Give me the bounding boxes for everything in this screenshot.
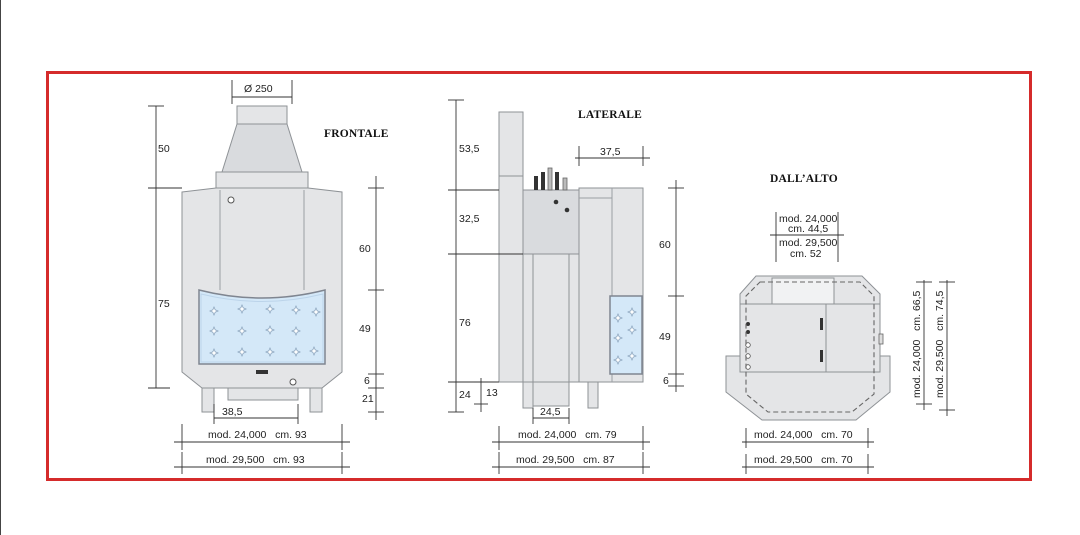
drawing-frame: [46, 71, 1032, 481]
side-height-6-label: 6: [663, 375, 669, 387]
front-flue-collar: [236, 105, 288, 125]
side-height-76-label: 76: [459, 317, 471, 329]
front-width-mod29-label: mod. 29,500 cm. 93: [206, 454, 305, 466]
side-flue: [498, 111, 524, 177]
side-base-width-dimension: 24,5: [532, 406, 570, 424]
front-view: FRONTALE Ø 250: [148, 80, 389, 474]
top-depth-mod29-label: mod. 29,500 cm. 74,5: [934, 290, 946, 398]
side-view: LATERALE: [448, 99, 684, 474]
side-top-width-dimension: 37,5: [575, 146, 650, 166]
front-height-6-label: 6: [364, 375, 370, 387]
side-leg-front: [587, 381, 599, 409]
front-hood-base: [215, 171, 309, 189]
top-flue-mod29-label: mod. 29,500: [779, 237, 838, 249]
side-glass-door: [609, 295, 643, 375]
side-width-mod24-label: mod. 24,000 cm. 79: [518, 429, 617, 441]
front-hood: [221, 123, 303, 173]
top-body-plate: [739, 303, 881, 373]
front-view-title: FRONTALE: [324, 128, 389, 140]
side-height-60-label: 60: [659, 239, 671, 251]
flue-diameter-label: Ø 250: [244, 83, 273, 95]
top-width-mod24-label: mod. 24,000 cm. 70: [754, 429, 853, 441]
front-leg-right: [309, 387, 323, 413]
top-hidden-outline: [745, 281, 875, 413]
front-height-body-label: 75: [158, 298, 170, 310]
front-left-height-dimensions: 50 75: [148, 105, 182, 389]
side-back-column: [498, 175, 524, 383]
side-view-title: LATERALE: [578, 109, 642, 121]
front-air-vent: [256, 370, 268, 374]
front-leg-left: [201, 387, 215, 413]
side-height-32-label: 32,5: [459, 213, 480, 225]
front-base-width-dimension: 38,5: [213, 404, 299, 424]
front-glass-door: [198, 289, 326, 365]
side-base: [532, 381, 570, 407]
top-flue-mod24-label: mod. 24,000: [779, 213, 838, 225]
side-height-53-label: 53,5: [459, 143, 480, 155]
side-leg-back: [522, 381, 534, 409]
side-height-24-label: 24: [459, 389, 471, 401]
front-right-height-dimensions: 60 49 6 21: [359, 176, 384, 420]
top-flue-mod24-cm-label: cm. 44,5: [788, 223, 828, 235]
side-width-mod29-label: mod. 29,500 cm. 87: [516, 454, 615, 466]
top-hearth-plate: [725, 355, 891, 421]
front-width-mod24-label: mod. 24,000 cm. 93: [208, 429, 307, 441]
front-height-21-label: 21: [362, 393, 374, 405]
side-hood: [522, 189, 580, 255]
page-left-edge-line: [0, 0, 1, 535]
side-top-width-label: 37,5: [600, 146, 621, 158]
side-height-49-label: 49: [659, 331, 671, 343]
top-width-mod29-label: mod. 29,500 cm. 70: [754, 454, 853, 466]
side-height-13-label: 13: [486, 387, 498, 399]
side-right-height-dimensions: 60 49 6: [659, 180, 684, 392]
top-depth-dimensions: mod. 24,000 cm. 66,5 mod. 29,500 cm. 74,…: [911, 280, 955, 416]
front-overall-width-dimensions: mod. 24,000 cm. 93 mod. 29,500 cm. 93: [174, 424, 350, 474]
top-view: DALL’ALTO mod. 24,000 cm. 44,5 mod. 29,5…: [725, 173, 955, 474]
front-height-top-label: 50: [158, 143, 170, 155]
top-depth-mod24-label: mod. 24,000 cm. 66,5: [911, 290, 923, 398]
side-base-width-label: 24,5: [540, 406, 561, 418]
front-height-60-label: 60: [359, 243, 371, 255]
side-left-height-dimensions: 53,5 32,5 76 24 13: [448, 99, 523, 413]
top-flue-mod29-cm-label: cm. 52: [790, 248, 822, 260]
front-base: [227, 387, 299, 401]
top-overall-width-dimensions: mod. 24,000 cm. 70 mod. 29,500 cm. 70: [742, 428, 874, 474]
side-body-inner: [532, 253, 570, 383]
top-view-title: DALL’ALTO: [770, 173, 838, 185]
top-flue-dimensions: mod. 24,000 cm. 44,5 mod. 29,500 cm. 52: [770, 212, 844, 262]
flue-diameter-dimension: Ø 250: [231, 80, 293, 104]
front-height-49-label: 49: [359, 323, 371, 335]
side-overall-width-dimensions: mod. 24,000 cm. 79 mod. 29,500 cm. 87: [492, 426, 650, 474]
front-base-width-label: 38,5: [222, 406, 243, 418]
